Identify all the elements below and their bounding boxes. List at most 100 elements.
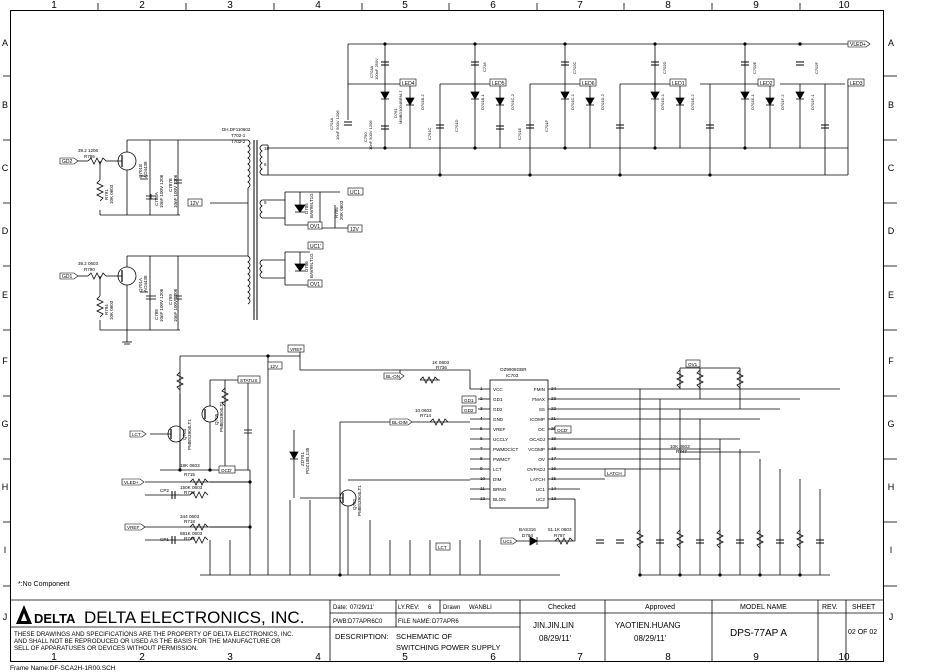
model-label: MODEL NAME bbox=[740, 604, 787, 611]
frame-name: Frame Name:DF-SCA2H-1R00.SCH bbox=[10, 665, 116, 672]
diode-ref: D794 bbox=[522, 533, 533, 538]
cap-ref: CP2 bbox=[160, 488, 169, 493]
part-label: MMBD3004BRM-7 bbox=[398, 90, 403, 124]
part-label: 10nF 100V 1206 bbox=[173, 288, 178, 322]
row-label: G bbox=[1, 419, 8, 429]
col-label: 4 bbox=[315, 0, 321, 11]
col-label: 8 bbox=[665, 652, 671, 663]
part-label: C702E bbox=[752, 61, 757, 74]
resistor-ref: R736 bbox=[436, 365, 447, 370]
lyrev-label: LY.REV: bbox=[398, 605, 420, 611]
svg-text:LED2: LED2 bbox=[760, 81, 773, 87]
svg-text:VLED+: VLED+ bbox=[850, 42, 866, 48]
part-label: AO4438 bbox=[143, 161, 148, 178]
ic-pin-name: VCOMP bbox=[528, 447, 545, 452]
part-label: R791 bbox=[104, 189, 109, 200]
row-label: F bbox=[888, 356, 894, 366]
ic-pin-number: 7 bbox=[480, 446, 483, 451]
ic-pin-number: 13 bbox=[551, 496, 557, 501]
transistor-value: PMBS3904LT1 bbox=[219, 401, 224, 432]
part-label: C702F bbox=[814, 61, 819, 74]
part-label: C701A bbox=[329, 117, 334, 130]
net-flag-ocd-2: OCD' bbox=[218, 465, 236, 474]
resistor-value: 51.1K 0603 bbox=[548, 527, 572, 532]
resistor-ref: R797 bbox=[554, 533, 565, 538]
part-label: BAV99LT1G bbox=[309, 253, 314, 278]
part-label: 10K 0603 bbox=[109, 300, 114, 320]
resistor-value: 1K 0603 bbox=[432, 360, 450, 365]
part-label: D701C-1 bbox=[570, 93, 575, 110]
ic-pin-name: SS bbox=[539, 407, 545, 412]
part-label: D701F-2 bbox=[780, 94, 785, 110]
ic-pin-name: LCT bbox=[493, 467, 502, 472]
svg-text:GD2: GD2 bbox=[464, 408, 474, 413]
row-labels-right: A B C D E F G H I J bbox=[887, 38, 894, 622]
resistor-value: 681K 0603 bbox=[180, 531, 203, 536]
net-flag-led1: LED1 bbox=[669, 78, 687, 87]
part-label: C728 bbox=[482, 62, 487, 72]
row-label: F bbox=[2, 356, 8, 366]
svg-text:OV1: OV1 bbox=[310, 282, 320, 288]
svg-text:GD1: GD1 bbox=[464, 398, 474, 403]
row-label: A bbox=[2, 38, 8, 48]
ic-pin-number: 4 bbox=[480, 416, 483, 421]
transformer-ref: DH.DF110602 bbox=[222, 127, 251, 132]
diode-value: BAS316 bbox=[519, 527, 536, 532]
part-label: 10nF 100V 1206 bbox=[159, 174, 164, 208]
net-flag-lct-2: LCT bbox=[435, 542, 451, 551]
model-value: DPS-77AP A bbox=[730, 628, 787, 639]
rev-label: REV. bbox=[822, 604, 838, 611]
col-label: 10 bbox=[838, 652, 850, 663]
resistor-ref: R738 bbox=[184, 490, 195, 495]
net-flag-uc1-c: UC1 bbox=[500, 537, 518, 545]
part-label: 10nF 100V 1206 bbox=[173, 174, 178, 208]
ic-pin-number: 19 bbox=[551, 436, 557, 441]
part-label: C790 bbox=[363, 132, 368, 142]
net-flag-vref-2: VREF bbox=[124, 523, 146, 531]
row-label: A bbox=[888, 38, 894, 48]
col-label: 4 bbox=[315, 652, 321, 663]
transistor-value: PMBS3904LT1 bbox=[187, 419, 192, 450]
part-label: C701E bbox=[517, 127, 522, 140]
net-flag-gd2-b: GD2 bbox=[461, 405, 477, 414]
net-flag-lct: LCT bbox=[129, 430, 147, 438]
svg-text:12V: 12V bbox=[350, 227, 360, 233]
disclaimer-line: AND SHALL NOT BE REPRODUCED OR USED AS T… bbox=[14, 638, 281, 645]
svg-text:VREF: VREF bbox=[127, 525, 139, 530]
net-flag-vref: VREF bbox=[287, 344, 305, 353]
resistor-ref: R715 bbox=[184, 472, 195, 477]
part-label: C788 bbox=[154, 309, 159, 320]
transistor-ref: Q705 bbox=[214, 413, 219, 425]
col-label: 10 bbox=[838, 0, 850, 11]
svg-text:LED3: LED3 bbox=[850, 81, 863, 87]
checked-label: Checked bbox=[548, 604, 576, 611]
checked-date: 08/29/11' bbox=[539, 634, 572, 643]
part-label: R794 bbox=[104, 304, 109, 315]
net-flag-12v-b: 12V bbox=[347, 224, 363, 233]
part-label: C786A bbox=[154, 192, 159, 206]
svg-text:VREF: VREF bbox=[290, 347, 302, 352]
column-ticks-top bbox=[97, 3, 801, 10]
pwb-value: D77APR6C0 bbox=[348, 619, 383, 625]
col-label: 6 bbox=[490, 0, 496, 11]
row-label: E bbox=[2, 290, 8, 300]
col-label: 3 bbox=[227, 652, 233, 663]
ic-pin-name: DIM bbox=[493, 477, 502, 482]
description-line: SCHEMATIC OF bbox=[396, 632, 453, 641]
ic-pin-number: 20 bbox=[551, 426, 557, 431]
ic-pin-name: VCC bbox=[493, 387, 503, 392]
part-label: D701C-2 bbox=[510, 93, 515, 110]
ic-pin-name: UCCLY bbox=[493, 437, 508, 442]
description-label: DESCRIPTION: bbox=[335, 632, 388, 641]
net-flag-vled-plus: VLED+ bbox=[847, 40, 871, 48]
column-labels-top: 1 2 3 4 5 6 7 8 9 10 bbox=[51, 0, 850, 11]
resistor-value: 39.2 1206 bbox=[78, 148, 99, 153]
row-label: C bbox=[2, 163, 9, 173]
net-flag-bl-dim: BL-DIM bbox=[389, 418, 413, 426]
part-label: D706 bbox=[304, 261, 309, 272]
pin-number: 6 bbox=[264, 162, 267, 167]
lyrev-value: 6 bbox=[428, 605, 432, 611]
net-flag-ov1-b: OV1 bbox=[307, 279, 323, 288]
part-label: BAV99LT1G bbox=[309, 193, 314, 218]
